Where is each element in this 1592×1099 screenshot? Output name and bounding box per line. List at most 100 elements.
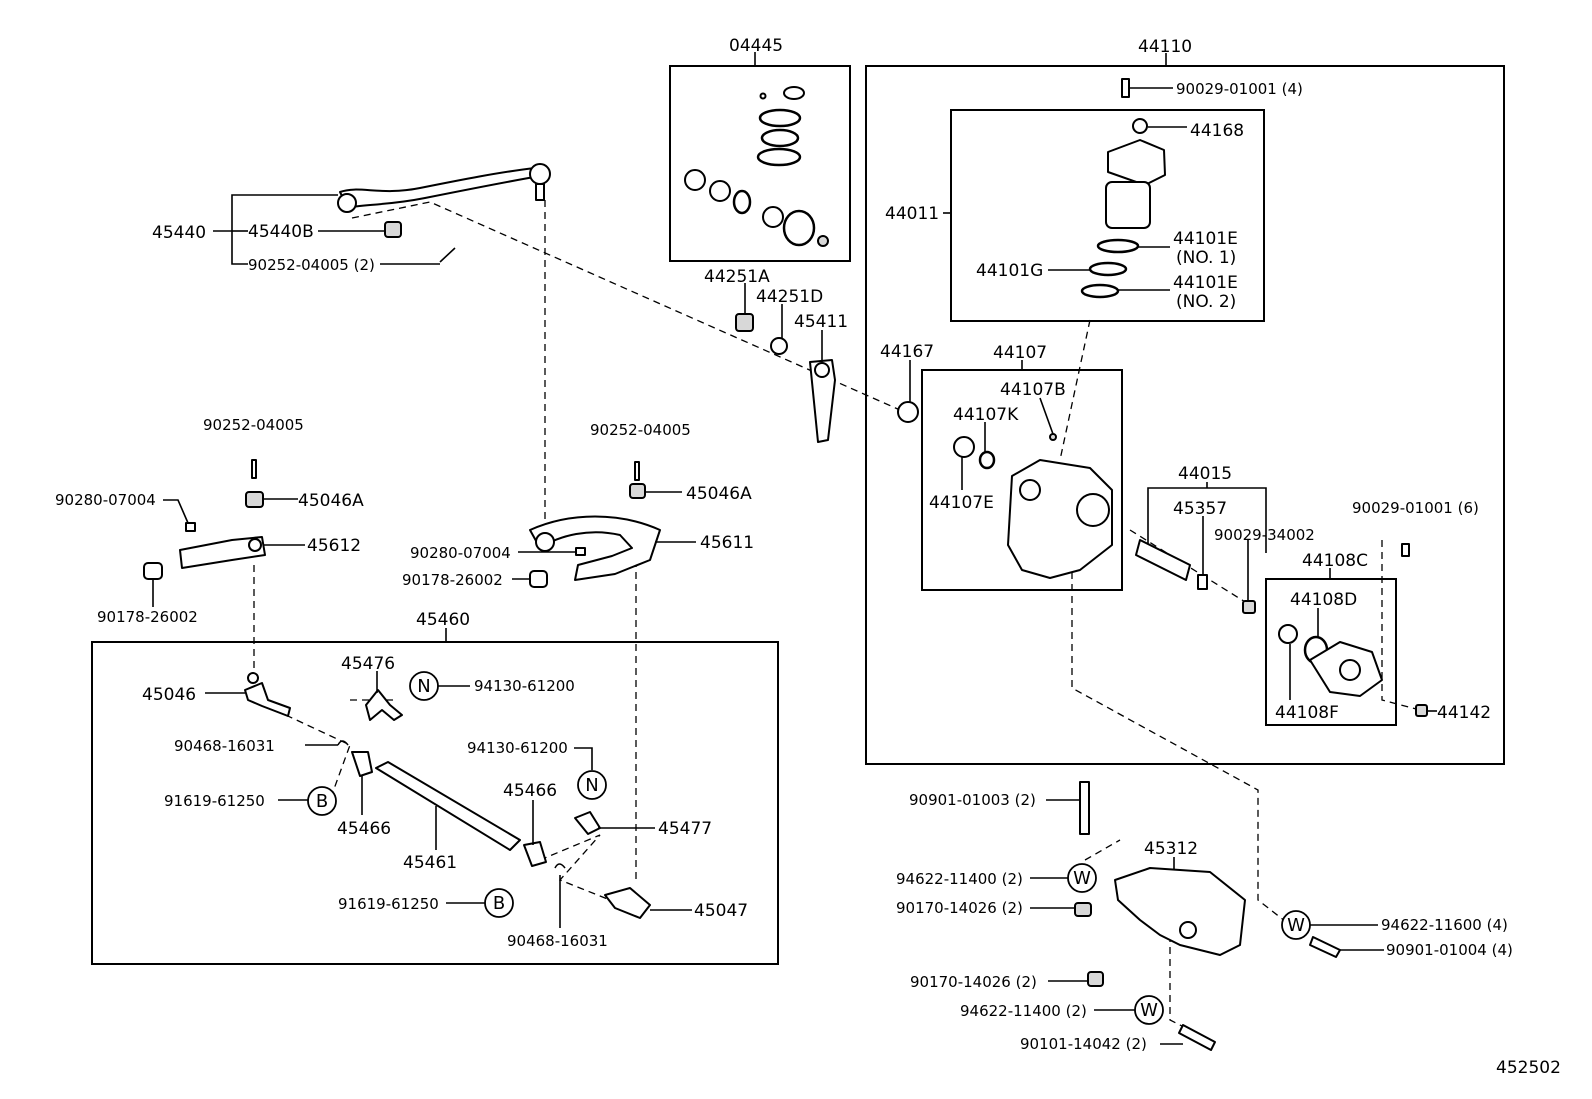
label-44101E-no1: 44101E [1173, 229, 1238, 249]
label-90280-07004-a: 90280-07004 [55, 491, 156, 509]
kit-seal-a [783, 86, 805, 100]
label-44142: 44142 [1437, 703, 1491, 723]
clamp-45466-b-drawing [523, 841, 547, 867]
bolt-90901-01004 [1309, 936, 1341, 958]
nut-44015 [1242, 600, 1256, 614]
box-45460 [91, 641, 779, 965]
gear-housing-port [1019, 479, 1041, 501]
marker-W-a-text: W [1073, 868, 1091, 889]
pitman-arm-drawing [809, 359, 836, 443]
label-45440B: 45440B [248, 222, 314, 242]
label-90178-26002-b: 90178-26002 [402, 571, 503, 589]
arm-45611-drawing [529, 515, 661, 581]
label-45046A-a: 45046A [298, 491, 364, 511]
label-45411: 45411 [794, 312, 848, 332]
nut-44142 [1415, 704, 1428, 717]
rod-end-right [529, 163, 551, 185]
cotter-pin-a [251, 459, 257, 479]
washer-44251D [770, 337, 788, 355]
label-90468-16031-a: 90468-16031 [174, 737, 275, 755]
clamp-45476-drawing [365, 689, 403, 721]
marker-N-b [577, 770, 607, 800]
dashline-bolt-bracket [1084, 839, 1121, 861]
marker-N-a-text: N [417, 676, 430, 697]
label-91619-61250-a: 91619-61250 [164, 792, 265, 810]
box-04445 [669, 65, 851, 262]
kit-oring-1 [758, 108, 802, 128]
nut-90170-a [1074, 902, 1092, 917]
label-91619-61250-b: 91619-61250 [338, 895, 439, 913]
bushing-90178-b [529, 570, 548, 588]
leader-94130-b [574, 747, 593, 770]
box-44011 [950, 109, 1265, 322]
label-90029-34002: 90029-34002 [1214, 526, 1315, 544]
label-44251D: 44251D [756, 287, 823, 307]
label-45046A-b: 45046A [686, 484, 752, 504]
pitman-arm-hole [814, 362, 830, 378]
label-90170-14026-2a: 90170-14026 (2) [896, 899, 1023, 917]
cotter-pin [439, 247, 456, 263]
label-44108D: 44108D [1290, 590, 1357, 610]
dashline-rod-to-box [351, 201, 901, 411]
label-90029-01001-4: 90029-01001 (4) [1176, 80, 1303, 98]
ring-90468-a [337, 740, 349, 746]
bracket-45312-drawing [1114, 867, 1246, 956]
bolt-90029-01001 [1121, 78, 1130, 98]
label-90901-01004-4: 90901-01004 (4) [1386, 941, 1513, 959]
label-45612: 45612 [307, 536, 361, 556]
kit-seal-d [762, 206, 784, 228]
label-90901-01003-2: 90901-01003 (2) [909, 791, 1036, 809]
nut-45440B [384, 221, 402, 238]
box-44110 [865, 65, 1505, 765]
label-no2: (NO. 2) [1176, 292, 1236, 312]
marker-B-a [307, 786, 337, 816]
label-94130-61200-a: 94130-61200 [474, 677, 575, 695]
label-90252-04005-b: 90252-04005 [590, 421, 691, 439]
label-94622-11400-2a: 94622-11400 (2) [896, 870, 1023, 888]
kit-seal-c [709, 180, 731, 202]
kit-nut [817, 235, 829, 247]
label-44107B: 44107B [1000, 380, 1066, 400]
box-44108C [1265, 578, 1397, 726]
bolt-90029-01001-6 [1401, 543, 1410, 557]
leader-45440-bottom [231, 231, 248, 265]
label-45357: 45357 [1173, 499, 1227, 519]
marker-W-a [1067, 863, 1097, 893]
label-44107K: 44107K [953, 405, 1019, 425]
bolt-90901-01003 [1079, 781, 1090, 835]
kit-seal-b [684, 169, 706, 191]
label-45046: 45046 [142, 685, 196, 705]
label-44107: 44107 [993, 343, 1047, 363]
label-44011: 44011 [885, 204, 939, 224]
marker-B-b-text: B [493, 893, 505, 914]
label-90280-07004-b: 90280-07004 [410, 544, 511, 562]
dashline-bracket-bottom [1169, 935, 1201, 1036]
oring-44107K [978, 450, 996, 470]
clamp-45466-a-drawing [351, 751, 373, 777]
marker-B-b [484, 888, 514, 918]
seal-44108F-drawing [1278, 624, 1298, 644]
oring-44101E-2 [1080, 283, 1120, 299]
arm-45612-eye [248, 538, 262, 552]
tie-rod-end-45047 [604, 887, 651, 919]
label-04445: 04445 [729, 36, 783, 56]
label-45460: 45460 [416, 610, 470, 630]
bushing-90178-a [143, 562, 163, 580]
leader-44107B [1039, 397, 1054, 435]
cover-center [1339, 659, 1361, 681]
rod-stud [535, 183, 545, 201]
cotter-pin-b [634, 461, 640, 481]
rod-end-left [337, 193, 357, 213]
label-90468-16031-b: 90468-16031 [507, 932, 608, 950]
label-44108C: 44108C [1302, 551, 1368, 571]
bracket-45312-hole [1179, 921, 1197, 939]
marker-B-a-text: B [316, 791, 328, 812]
label-90252-04005-2: 90252-04005 (2) [248, 256, 375, 274]
label-45466-b: 45466 [503, 781, 557, 801]
nut-90170-b [1087, 971, 1104, 987]
label-44168: 44168 [1190, 121, 1244, 141]
nut-44251A [735, 313, 754, 332]
label-94622-11600-4: 94622-11600 (4) [1381, 916, 1508, 934]
